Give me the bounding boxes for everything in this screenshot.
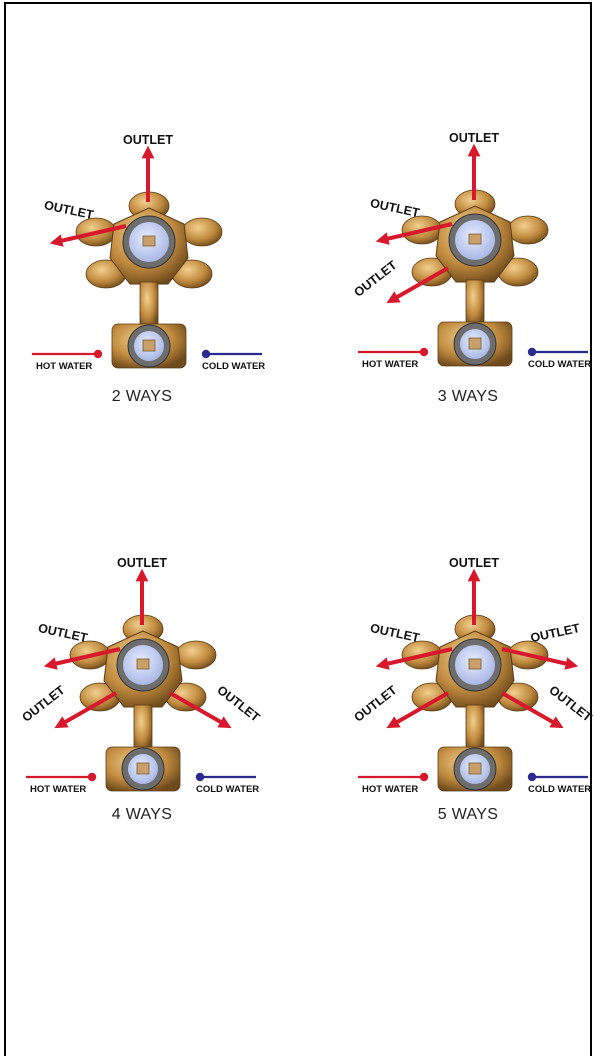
cold-water-dot xyxy=(195,772,205,782)
cold-water-dot xyxy=(201,349,211,359)
outlet-label-upper-left: OUTLET xyxy=(369,196,421,220)
valve-stem xyxy=(465,279,485,327)
valve-svg: HOT WATER COLD WATER OUTLET OUTLET OUTLET xyxy=(352,131,592,370)
outlet-label-upper-left: OUTLET xyxy=(43,198,95,222)
cold-water-dot xyxy=(527,347,537,357)
diagram-frame: HOT WATER COLD WATER OUTLET OUTLET 2 WAYS H… xyxy=(4,2,594,1056)
valve-stem xyxy=(133,704,153,752)
outlet-label-lower-left: OUTLET xyxy=(352,258,400,300)
outlet-label-lower-right: OUTLET xyxy=(546,683,594,725)
valve-port xyxy=(507,215,549,245)
ways-label-2: 2 WAYS xyxy=(111,388,173,405)
hot-water-label: HOT WATER xyxy=(30,784,86,795)
hot-water-dot xyxy=(419,347,429,357)
hot-water-label: HOT WATER xyxy=(362,784,418,795)
valve-svg: HOT WATER COLD WATER OUTLET OUTLET OUTLET OUT… xyxy=(352,556,594,795)
cold-water-label: COLD WATER xyxy=(196,784,259,795)
outlet-label-upper-left: OUTLET xyxy=(37,621,89,645)
outlet-arrow-lower-left xyxy=(54,691,117,729)
outlet-arrow-lower-right xyxy=(169,691,232,729)
outlet-arrow-lower-left xyxy=(386,691,449,729)
ways-label-3: 3 WAYS xyxy=(437,388,499,405)
outlet-label-upper-left: OUTLET xyxy=(369,621,421,645)
outlet-arrow-lower-left xyxy=(386,266,449,304)
outlet-arrow-lower-right xyxy=(501,691,564,729)
outlet-label-upper-right: OUTLET xyxy=(529,621,581,645)
hot-water-label: HOT WATER xyxy=(362,359,418,370)
valve-diagram-4-ways: HOT WATER COLD WATER OUTLET OUTLET OUTLET OUT… xyxy=(20,547,280,827)
valve-svg: HOT WATER COLD WATER OUTLET OUTLET xyxy=(32,133,265,372)
outlet-arrow-upper-right xyxy=(501,647,579,670)
valve-port xyxy=(181,217,223,247)
hot-water-dot xyxy=(93,349,103,359)
cold-water-label: COLD WATER xyxy=(202,361,265,372)
ways-label-5: 5 WAYS xyxy=(437,806,499,823)
cold-water-dot xyxy=(527,772,537,782)
outlet-arrow-upper-left xyxy=(375,647,453,670)
valve-diagram-3-ways: HOT WATER COLD WATER OUTLET OUTLET OUTLET xyxy=(352,122,594,402)
hot-water-label: HOT WATER xyxy=(36,361,92,372)
hot-water-dot xyxy=(419,772,429,782)
hot-water-dot xyxy=(87,772,97,782)
valve-stem xyxy=(139,281,159,329)
cold-water-label: COLD WATER xyxy=(528,359,591,370)
outlet-label-lower-left: OUTLET xyxy=(352,683,400,725)
outlet-label-lower-left: OUTLET xyxy=(20,683,68,725)
outlet-arrow-upper-left xyxy=(375,222,453,245)
valve-stem xyxy=(465,704,485,752)
outlet-label-up: OUTLET xyxy=(123,133,173,147)
valve-diagram-5-ways: HOT WATER COLD WATER OUTLET OUTLET OUTLET OUT… xyxy=(352,547,594,827)
outlet-arrow-upper-left xyxy=(43,647,121,670)
valve-diagram-2-ways: HOT WATER COLD WATER OUTLET OUTLET xyxy=(26,124,286,404)
outlet-label-up: OUTLET xyxy=(449,556,499,570)
cold-water-label: COLD WATER xyxy=(528,784,591,795)
outlet-label-up: OUTLET xyxy=(117,556,167,570)
outlet-label-up: OUTLET xyxy=(449,131,499,145)
outlet-arrow-upper-left xyxy=(49,224,127,247)
outlet-label-lower-right: OUTLET xyxy=(214,683,262,725)
valve-port xyxy=(175,640,217,670)
valve-svg: HOT WATER COLD WATER OUTLET OUTLET OUTLET OUT… xyxy=(20,556,263,795)
ways-label-4: 4 WAYS xyxy=(111,806,173,823)
